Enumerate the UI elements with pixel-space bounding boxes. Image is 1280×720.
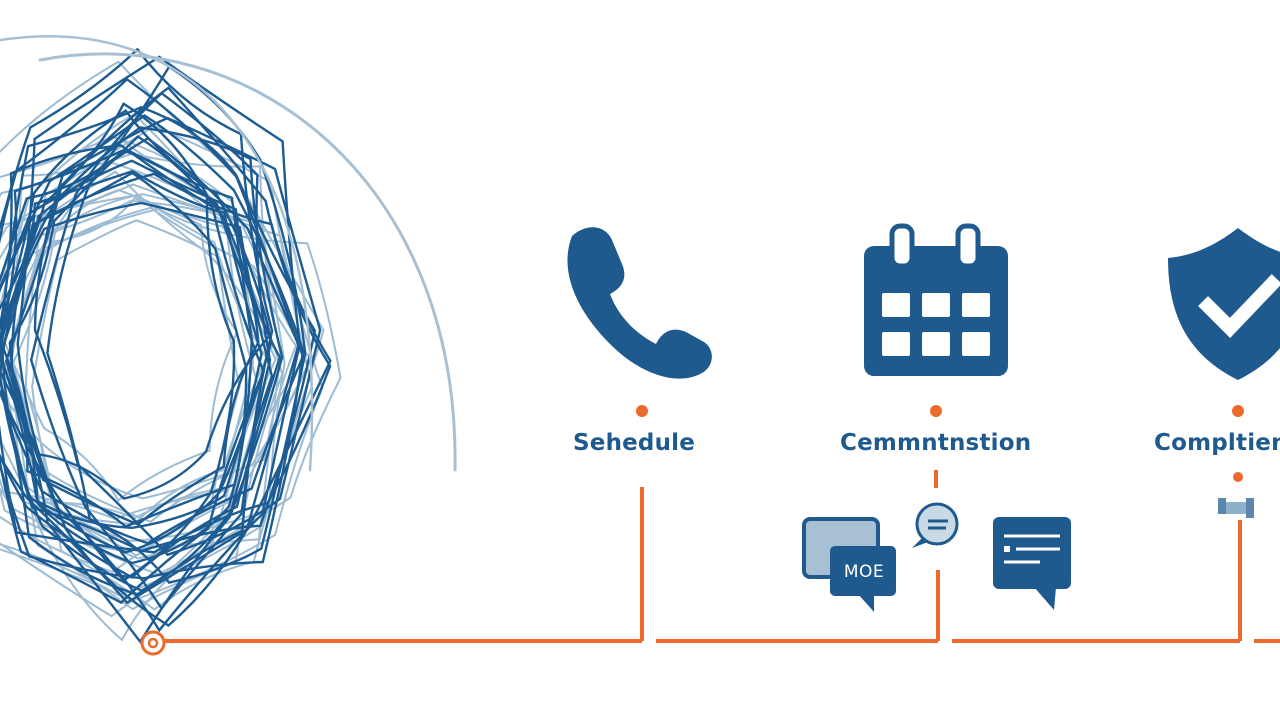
chat-bubble-front-icon <box>830 546 896 612</box>
scribble-dark-loop <box>0 109 273 554</box>
step-label-schedule: Sehedule <box>573 430 696 456</box>
scribble-dark-loop <box>0 77 300 605</box>
shield-check-icon <box>1168 228 1280 380</box>
message-list-icon <box>993 517 1071 610</box>
scribble-light-loop <box>0 207 342 576</box>
step-label-compliance: Compltien <box>1154 430 1280 456</box>
scribble-light-loop <box>0 135 309 573</box>
scribble-dark-loop <box>0 114 305 580</box>
outer-arc <box>38 52 457 472</box>
scribble-dark-loop <box>0 144 265 605</box>
scribble-dark-loop <box>0 47 274 596</box>
scribble-dark-loop <box>4 86 332 627</box>
step-dot-1 <box>636 405 648 417</box>
calendar-icon <box>864 223 1008 376</box>
scribble-dark-loop <box>0 126 284 644</box>
speech-round-icon <box>912 502 959 548</box>
chat-bubble-text: MOE <box>843 562 885 582</box>
scribble-light-loop <box>0 170 277 520</box>
scribble-dark-loop <box>0 147 253 528</box>
phone-icon <box>567 227 712 379</box>
scribble-dark-loop <box>29 91 272 611</box>
scribble-dark-loop <box>0 149 271 500</box>
scribble-dark-loop <box>10 171 248 565</box>
step-dot-3b <box>1233 472 1243 482</box>
small-document-icon <box>1218 498 1254 518</box>
scribble-swirl <box>0 35 457 644</box>
scribble-light-loop <box>0 60 325 597</box>
step-label-communication: Cemmntnstion <box>840 430 1032 456</box>
step-dot-3 <box>1232 405 1244 417</box>
scribble-dark-loop <box>16 55 301 633</box>
timeline-start-marker <box>140 630 166 656</box>
scribble-dark-strokes <box>0 47 332 644</box>
outer-arc-2 <box>0 35 314 472</box>
step-dot-2 <box>930 405 942 417</box>
timeline <box>163 470 1280 643</box>
scribble-dark-loop <box>0 201 274 592</box>
scribble-dark-loop <box>0 102 236 582</box>
